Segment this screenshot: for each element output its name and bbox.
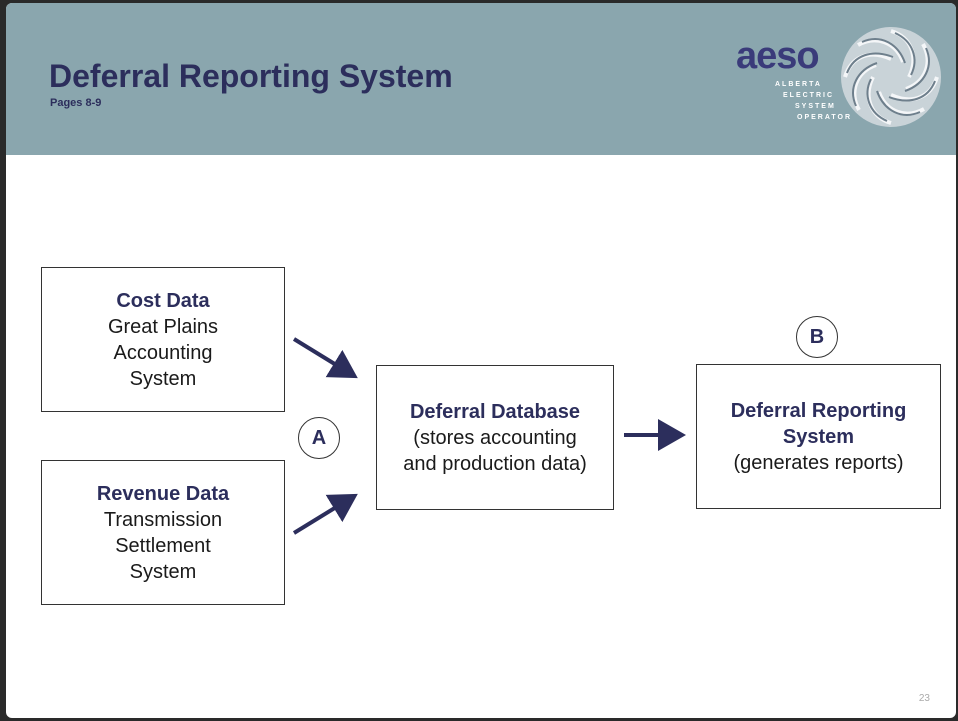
revenue-data-source: Transmission Settlement System	[103, 508, 223, 583]
page-title: Deferral Reporting System	[49, 58, 453, 94]
marker-a: A	[298, 417, 340, 459]
revenue-data-box: Revenue Data Transmission Settlement Sys…	[41, 460, 285, 605]
arrow-cost-to-database	[292, 337, 358, 379]
deferral-reporting-title: Deferral Reporting System	[730, 399, 907, 448]
header-bar: Deferral Reporting System Pages 8-9	[6, 3, 956, 155]
deferral-reporting-box: Deferral Reporting System (generates rep…	[696, 364, 941, 509]
swirl-logo-icon	[841, 27, 941, 127]
aeso-logo: aeso ALBERTA ELECTRIC SYSTEM OPERATOR	[731, 25, 956, 150]
page-subtitle: Pages 8-9	[50, 97, 102, 109]
logo-wordmark: aeso	[736, 35, 820, 77]
logo-line-4: OPERATOR	[797, 114, 853, 121]
deferral-database-title: Deferral Database	[409, 400, 581, 423]
cost-data-box: Cost Data Great Plains Accounting System	[41, 267, 285, 412]
page-number: 23	[918, 693, 930, 704]
deferral-database-description: (stores accounting and production data)	[403, 426, 587, 475]
flow-arrows	[292, 337, 686, 535]
marker-b: B	[796, 316, 838, 358]
revenue-data-title: Revenue Data	[96, 482, 230, 505]
cost-data-source: Great Plains Accounting System	[107, 315, 219, 390]
arrow-revenue-to-database	[292, 493, 358, 535]
logo-line-2: ELECTRIC	[783, 92, 834, 99]
logo-line-3: SYSTEM	[795, 103, 836, 110]
deferral-reporting-description: (generates reports)	[733, 451, 904, 474]
slide: Deferral Reporting System Pages 8-9	[6, 3, 956, 718]
logo-line-1: ALBERTA	[775, 81, 822, 88]
deferral-database-box: Deferral Database (stores accounting and…	[376, 365, 614, 510]
cost-data-title: Cost Data	[116, 289, 210, 312]
